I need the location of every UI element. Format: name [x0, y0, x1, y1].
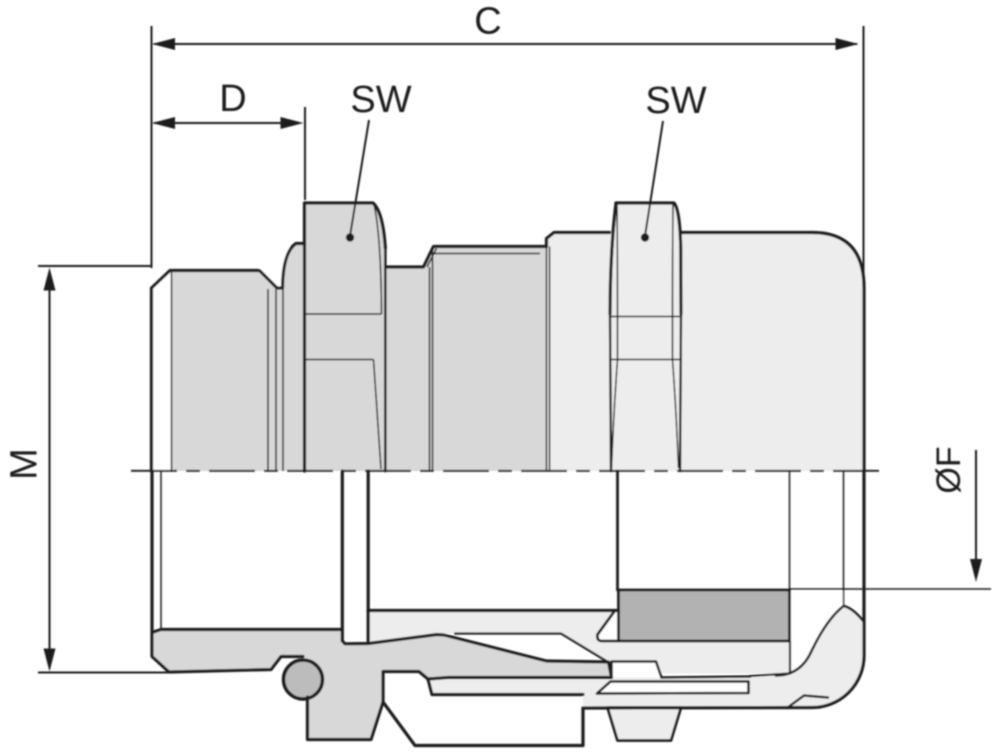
svg-text:C: C	[474, 1, 501, 43]
svg-text:D: D	[219, 78, 246, 120]
svg-text:M: M	[4, 448, 46, 480]
svg-text:ØF: ØF	[930, 446, 968, 493]
svg-text:SW: SW	[645, 80, 706, 122]
svg-text:SW: SW	[350, 79, 411, 121]
